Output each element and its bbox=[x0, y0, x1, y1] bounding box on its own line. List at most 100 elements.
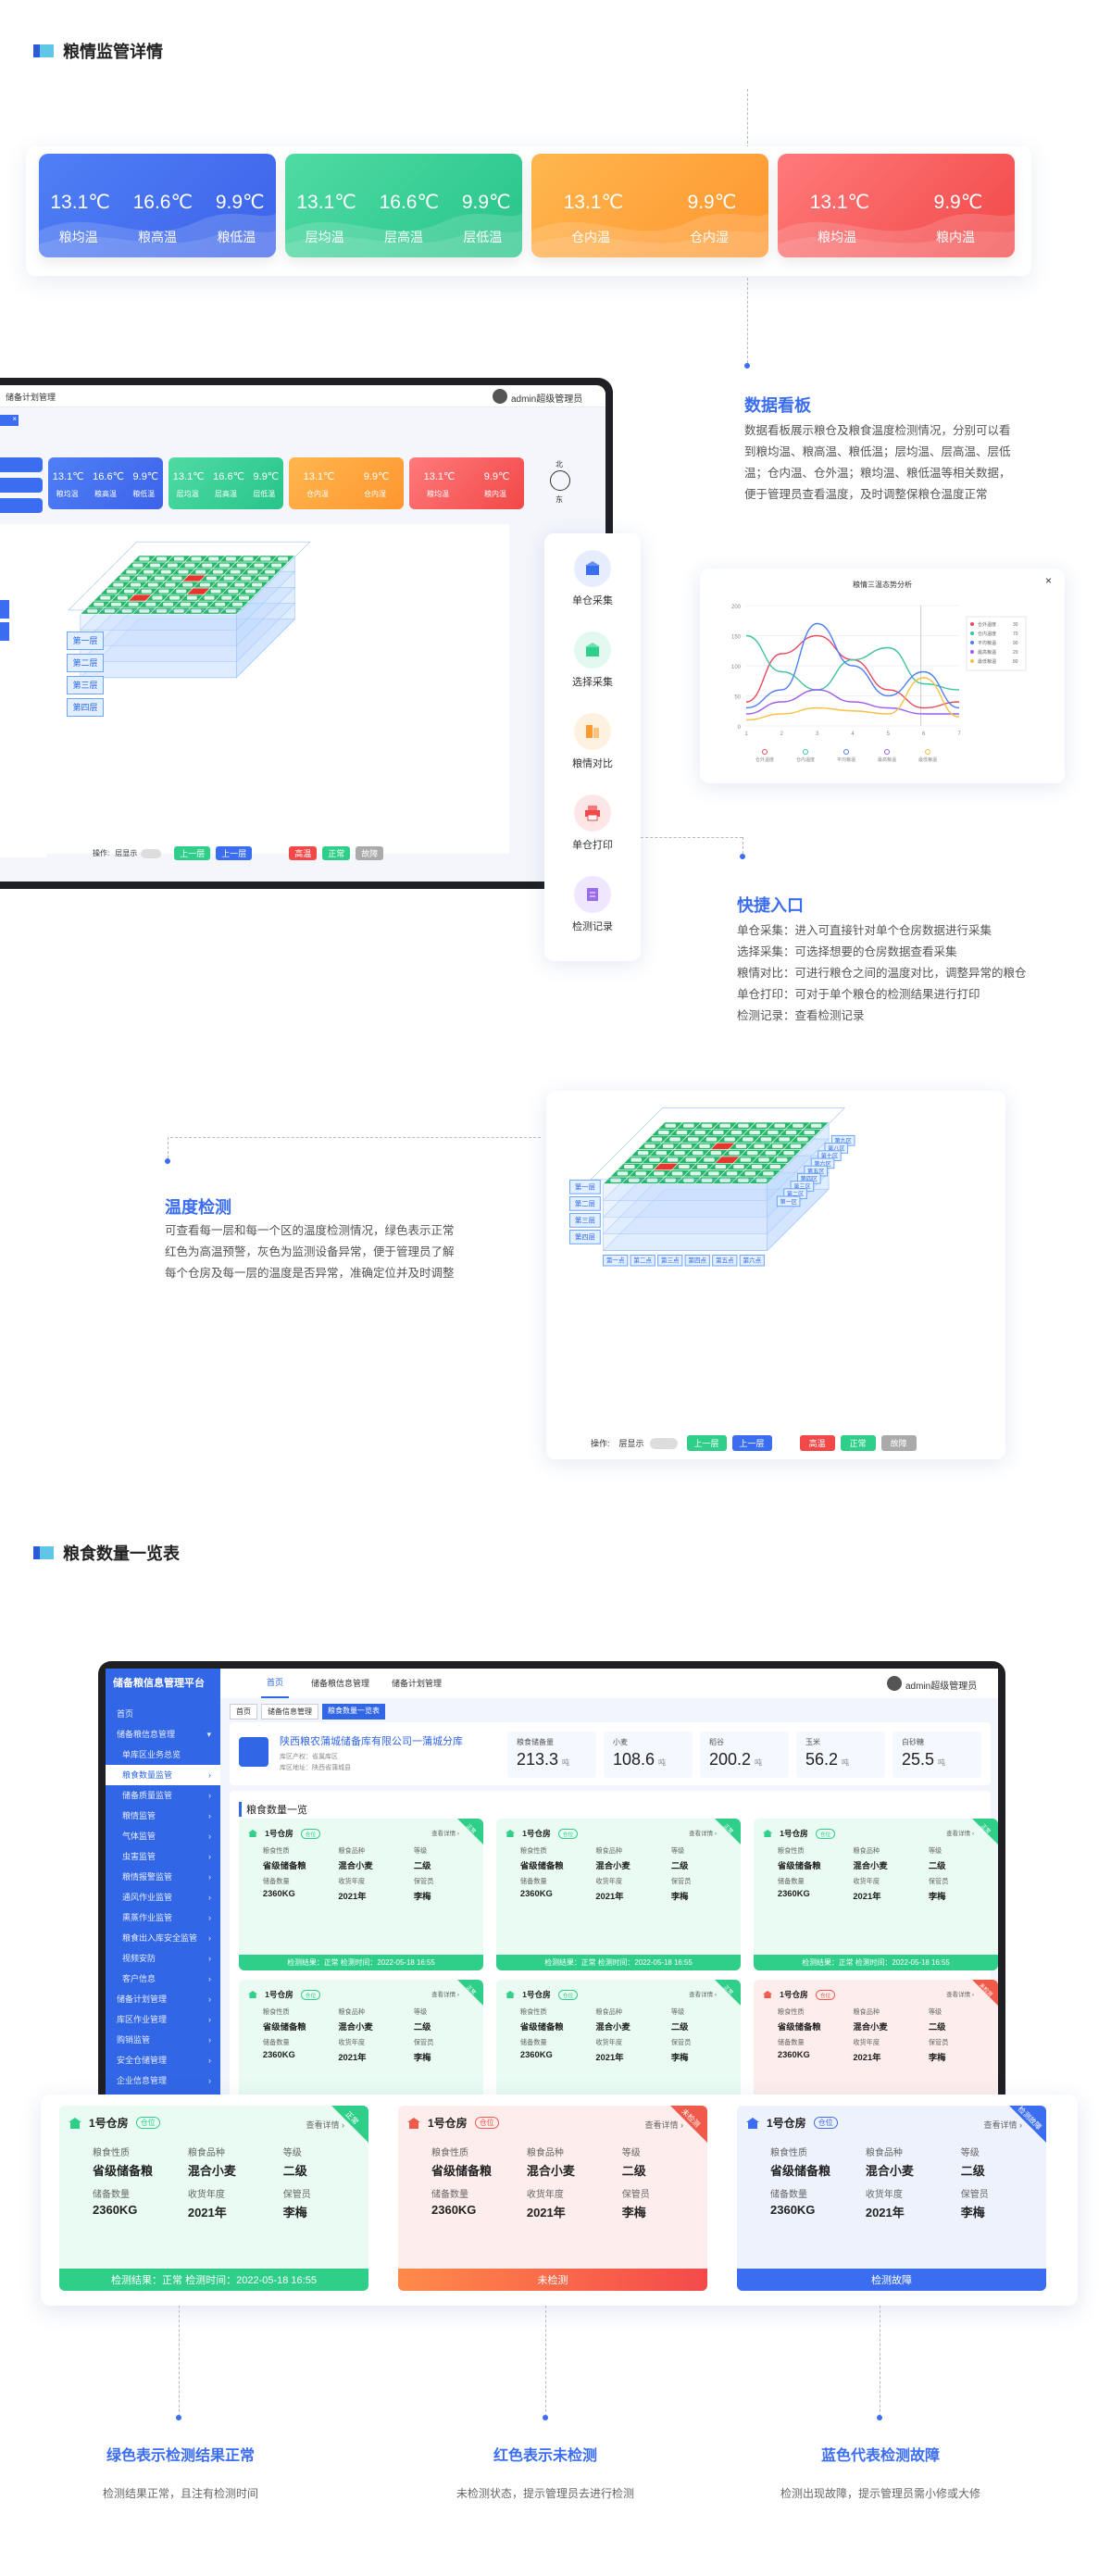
sidebar-item[interactable]: 首页 bbox=[106, 1704, 220, 1724]
crumb-storage[interactable]: 储备信息管理 bbox=[261, 1704, 318, 1719]
sidebar-item[interactable]: 气体监管› bbox=[106, 1826, 220, 1846]
quick-compare[interactable]: 粮情对比 bbox=[544, 713, 641, 770]
sidebar-item[interactable]: 粮食出入库安全监管› bbox=[106, 1928, 220, 1948]
sidebar-item[interactable]: 企业信息管理› bbox=[106, 2070, 220, 2091]
detail-link[interactable]: 查看详情 › bbox=[689, 1992, 717, 1999]
card-text: 等级 bbox=[621, 2148, 641, 2158]
select-stub[interactable] bbox=[0, 457, 43, 472]
card-labels: 仓内温仓内湿 bbox=[531, 228, 768, 246]
warehouse-card-red[interactable]: 1号仓房仓位查看详情 ›未检测粮食性质省级储备粮粮食品种混合小麦等级二级储备数量… bbox=[754, 1980, 998, 2113]
crumb-current[interactable]: 粮食数量一览表 bbox=[322, 1704, 385, 1719]
tooltip-dot bbox=[970, 641, 974, 644]
close-icon[interactable]: × bbox=[1044, 574, 1052, 587]
prev-layer-button[interactable]: 上一层 bbox=[686, 1435, 727, 1451]
quick-records[interactable]: 检测记录 bbox=[544, 876, 641, 933]
detail-link[interactable]: 查看详情 › bbox=[946, 1992, 974, 1999]
sidebar-item[interactable]: 单库区业务总览 bbox=[106, 1744, 220, 1765]
layer-toggle[interactable] bbox=[141, 848, 162, 858]
sidebar-item[interactable]: 粮食数量监管› bbox=[106, 1765, 220, 1785]
card-text: 2360KG bbox=[770, 2203, 816, 2217]
select-stub[interactable] bbox=[0, 498, 43, 513]
mini-labels: 仓内温仓内湿 bbox=[289, 489, 404, 499]
left-tab[interactable] bbox=[0, 622, 9, 641]
detail-link[interactable]: 查看详情 › bbox=[983, 2120, 1023, 2130]
next-layer-button[interactable]: 上一层 bbox=[216, 846, 253, 860]
laptop-frame: 储备计划管理 admin超级管理员 × 北 东 第一层第二层第三层第四层 操作:… bbox=[0, 378, 613, 889]
floor-label-box[interactable] bbox=[569, 1179, 601, 1194]
floor-label-box[interactable] bbox=[569, 1213, 601, 1228]
detail-link[interactable]: 查看详情 › bbox=[689, 1831, 717, 1838]
floor-label-small[interactable]: 第一层 bbox=[67, 631, 104, 650]
next-layer-button[interactable]: 上一层 bbox=[731, 1435, 772, 1451]
floor-label-small[interactable]: 第三层 bbox=[67, 676, 104, 694]
floor-label-box[interactable] bbox=[569, 1230, 601, 1244]
sidebar-item[interactable]: 客户信息› bbox=[106, 1969, 220, 1989]
card-text: 李梅 bbox=[928, 1891, 946, 1901]
crumb-home[interactable]: 首页 bbox=[230, 1704, 257, 1719]
card-text: 混合小麦 bbox=[338, 2022, 373, 2032]
sidebar-item[interactable]: 虫害监管› bbox=[106, 1846, 220, 1867]
sidebar-item[interactable]: 粮情监管› bbox=[106, 1806, 220, 1826]
floor-label-small[interactable]: 第二层 bbox=[67, 654, 104, 672]
sidebar-item[interactable]: 库区作业管理› bbox=[106, 2009, 220, 2030]
cell-chip bbox=[642, 1164, 654, 1169]
sidebar-item[interactable]: 安全仓储管理› bbox=[106, 2050, 220, 2070]
avatar[interactable] bbox=[493, 389, 507, 404]
tab-grain-info[interactable]: 储备粮信息管理 bbox=[311, 1679, 370, 1688]
card-text: 1号仓房 bbox=[780, 1990, 808, 1999]
sidebar-item[interactable]: 购销监管› bbox=[106, 2030, 220, 2050]
floor-label-box[interactable] bbox=[569, 1195, 601, 1211]
app-tabs: 首页 储备粮信息管理 储备计划管理 bbox=[261, 1669, 442, 1698]
app-user[interactable]: admin超级管理员 bbox=[905, 1682, 978, 1692]
sidebar-item[interactable]: 粮情报警监管› bbox=[106, 1867, 220, 1887]
detail-link[interactable]: 查看详情 › bbox=[431, 1992, 459, 1999]
card-text bbox=[748, 2121, 757, 2129]
tab-plan[interactable]: 储备计划管理 bbox=[392, 1679, 443, 1688]
detail-link[interactable]: 查看详情 › bbox=[306, 2120, 345, 2130]
card-text: 保管员 bbox=[621, 2190, 650, 2200]
card-text: 粮食品种 bbox=[595, 2007, 623, 2017]
sidebar-item[interactable]: 视频安防› bbox=[106, 1948, 220, 1969]
sidebar-item[interactable]: 熏蒸作业监管› bbox=[106, 1907, 220, 1928]
sidebar-item[interactable]: 储备质量监管› bbox=[106, 1785, 220, 1806]
prev-layer-button[interactable]: 上一层 bbox=[174, 846, 211, 860]
cell-chip bbox=[679, 1164, 690, 1169]
cell-chip bbox=[156, 556, 168, 561]
quick-print[interactable]: 单仓打印 bbox=[544, 794, 641, 852]
card-text: 保管员 bbox=[928, 1876, 949, 1885]
quick-single-collect[interactable]: 单仓采集 bbox=[544, 550, 641, 607]
close-tab-icon[interactable]: × bbox=[0, 415, 19, 426]
detail-link[interactable]: 查看详情 › bbox=[431, 1831, 459, 1838]
mockup-nav[interactable]: 储备计划管理 bbox=[6, 393, 56, 402]
detail-link[interactable]: 查看详情 › bbox=[946, 1831, 974, 1838]
sidebar-item[interactable]: 储备计划管理› bbox=[106, 1989, 220, 2009]
floor-label-small[interactable]: 第四层 bbox=[67, 698, 104, 717]
warehouse-card-blue[interactable]: 1号仓房仓位查看详情 ›检测故障粮食性质省级储备粮粮食品种混合小麦等级二级储备数… bbox=[737, 2106, 1046, 2291]
company-name[interactable]: 陕西粮农蒲城储备库有限公司一蒲城分库 bbox=[280, 1736, 463, 1747]
tab-home[interactable]: 首页 bbox=[261, 1669, 290, 1698]
legend-fault: 故障 bbox=[880, 1435, 917, 1451]
select-stub[interactable] bbox=[0, 478, 43, 493]
quick-select-collect[interactable]: 选择采集 bbox=[544, 631, 641, 689]
title-bar-icon bbox=[33, 44, 54, 57]
layer-toggle[interactable] bbox=[649, 1437, 678, 1449]
warehouse-card-red[interactable]: 1号仓房仓位查看详情 ›未检测粮食性质省级储备粮粮食品种混合小麦等级二级储备数量… bbox=[398, 2106, 707, 2291]
sidebar-item[interactable]: 通风作业监管› bbox=[106, 1887, 220, 1907]
left-tab[interactable] bbox=[0, 600, 9, 619]
detail-link[interactable]: 查看详情 › bbox=[644, 2120, 684, 2130]
mockup-user[interactable]: admin超级管理员 bbox=[511, 394, 583, 405]
avatar[interactable] bbox=[887, 1676, 902, 1691]
cell-chip bbox=[173, 556, 184, 561]
sidebar-item[interactable]: 储备粮信息管理▾ bbox=[106, 1724, 220, 1744]
